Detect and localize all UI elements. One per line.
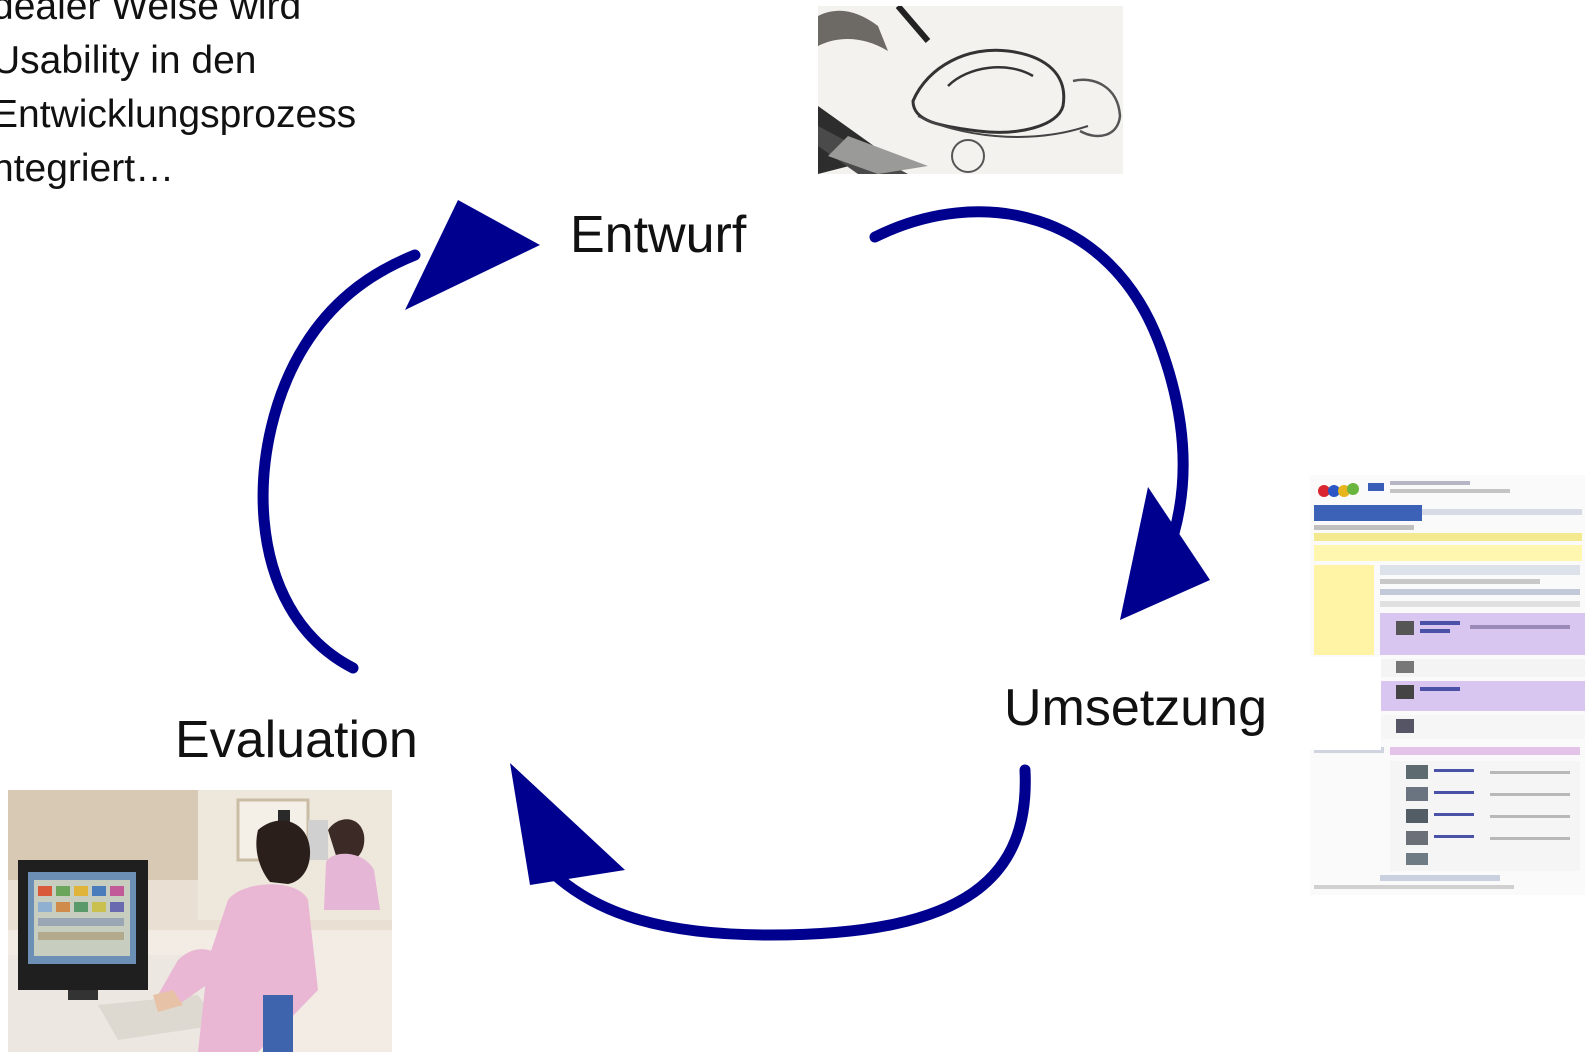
arrowhead-entwurf (405, 200, 540, 310)
stage-label-umsetzung: Umsetzung (1004, 679, 1267, 737)
intro-text: dealer Weise wird Usability in den Entwi… (0, 0, 452, 196)
intro-line-2: Usability in den (0, 39, 257, 82)
umsetzung-label-background (985, 657, 1381, 750)
stage-label-evaluation: Evaluation (175, 711, 418, 769)
intro-line-3: Entwicklungsprozess (0, 93, 357, 136)
intro-line-1: dealer Weise wird (0, 0, 302, 28)
arrow-evaluation-to-entwurf (257, 249, 421, 674)
arrow-entwurf-to-umsetzung (869, 206, 1189, 566)
arrowhead-umsetzung (1120, 487, 1210, 620)
intro-line-4: ntegriert… (0, 147, 175, 190)
arrowhead-evaluation (510, 763, 625, 885)
stage-label-entwurf: Entwurf (570, 206, 747, 264)
sketch-image (818, 6, 1123, 174)
arrow-umsetzung-to-evaluation (549, 764, 1031, 941)
evaluation-photo-image (8, 790, 392, 1052)
